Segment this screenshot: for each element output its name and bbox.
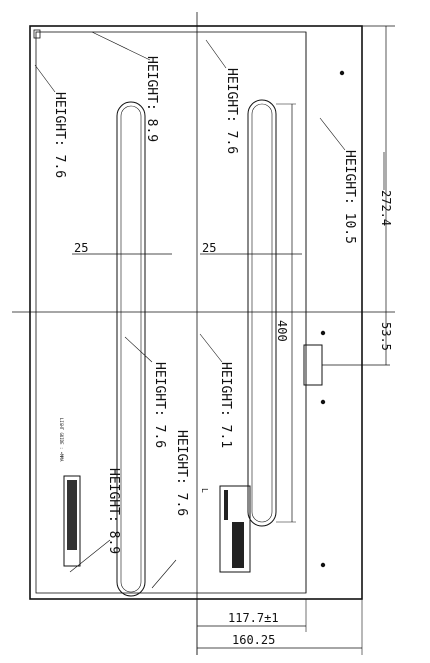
sticker-barcode [232,522,244,568]
height-label-5: HEIGHT: 7.6 [152,362,167,448]
dim-400-label: 400 [275,320,289,342]
dim-25b-label: 25 [202,241,216,255]
l-mark: L [200,488,209,493]
dim-160-label: 160.25 [232,633,275,647]
light-guide-text: LIGHT GUIDE : •MMA [59,418,64,462]
mount-hole [339,70,345,76]
leader [205,39,227,69]
height-label-4: HEIGHT: 10.5 [342,150,357,244]
left-slot [116,101,146,597]
panel-outline [29,25,363,600]
right-slot [247,99,277,527]
connector [303,344,323,386]
height-label-2: HEIGHT: 8.9 [144,56,159,142]
sticker-text-block [224,490,228,520]
dim-25a-label: 25 [74,241,88,255]
right-slot-inner [251,103,273,523]
leader [319,117,346,151]
leader [124,336,153,363]
corner-notch [33,29,41,39]
left-sticker-print [67,480,77,550]
right-sticker [219,485,251,573]
leader [69,539,111,573]
leader [151,559,177,589]
left-sticker [63,475,81,567]
height-label-1: HEIGHT: 7.6 [52,92,67,178]
height-label-8: HEIGHT: 8.9 [106,468,121,554]
leader [34,64,56,93]
dim-117-label: 117.7±1 [228,611,279,625]
dim-272-label: 272.4 [379,190,393,226]
mount-hole [320,330,326,336]
height-label-7: HEIGHT: 7.1 [218,362,233,448]
height-label-6: HEIGHT: 7.6 [174,430,189,516]
dim-53-label: 53.5 [379,322,393,351]
leader [199,333,223,363]
leader [91,31,151,61]
mount-hole [320,562,326,568]
mount-hole [320,399,326,405]
height-label-3: HEIGHT: 7.6 [224,68,239,154]
left-slot-inner [120,105,142,593]
